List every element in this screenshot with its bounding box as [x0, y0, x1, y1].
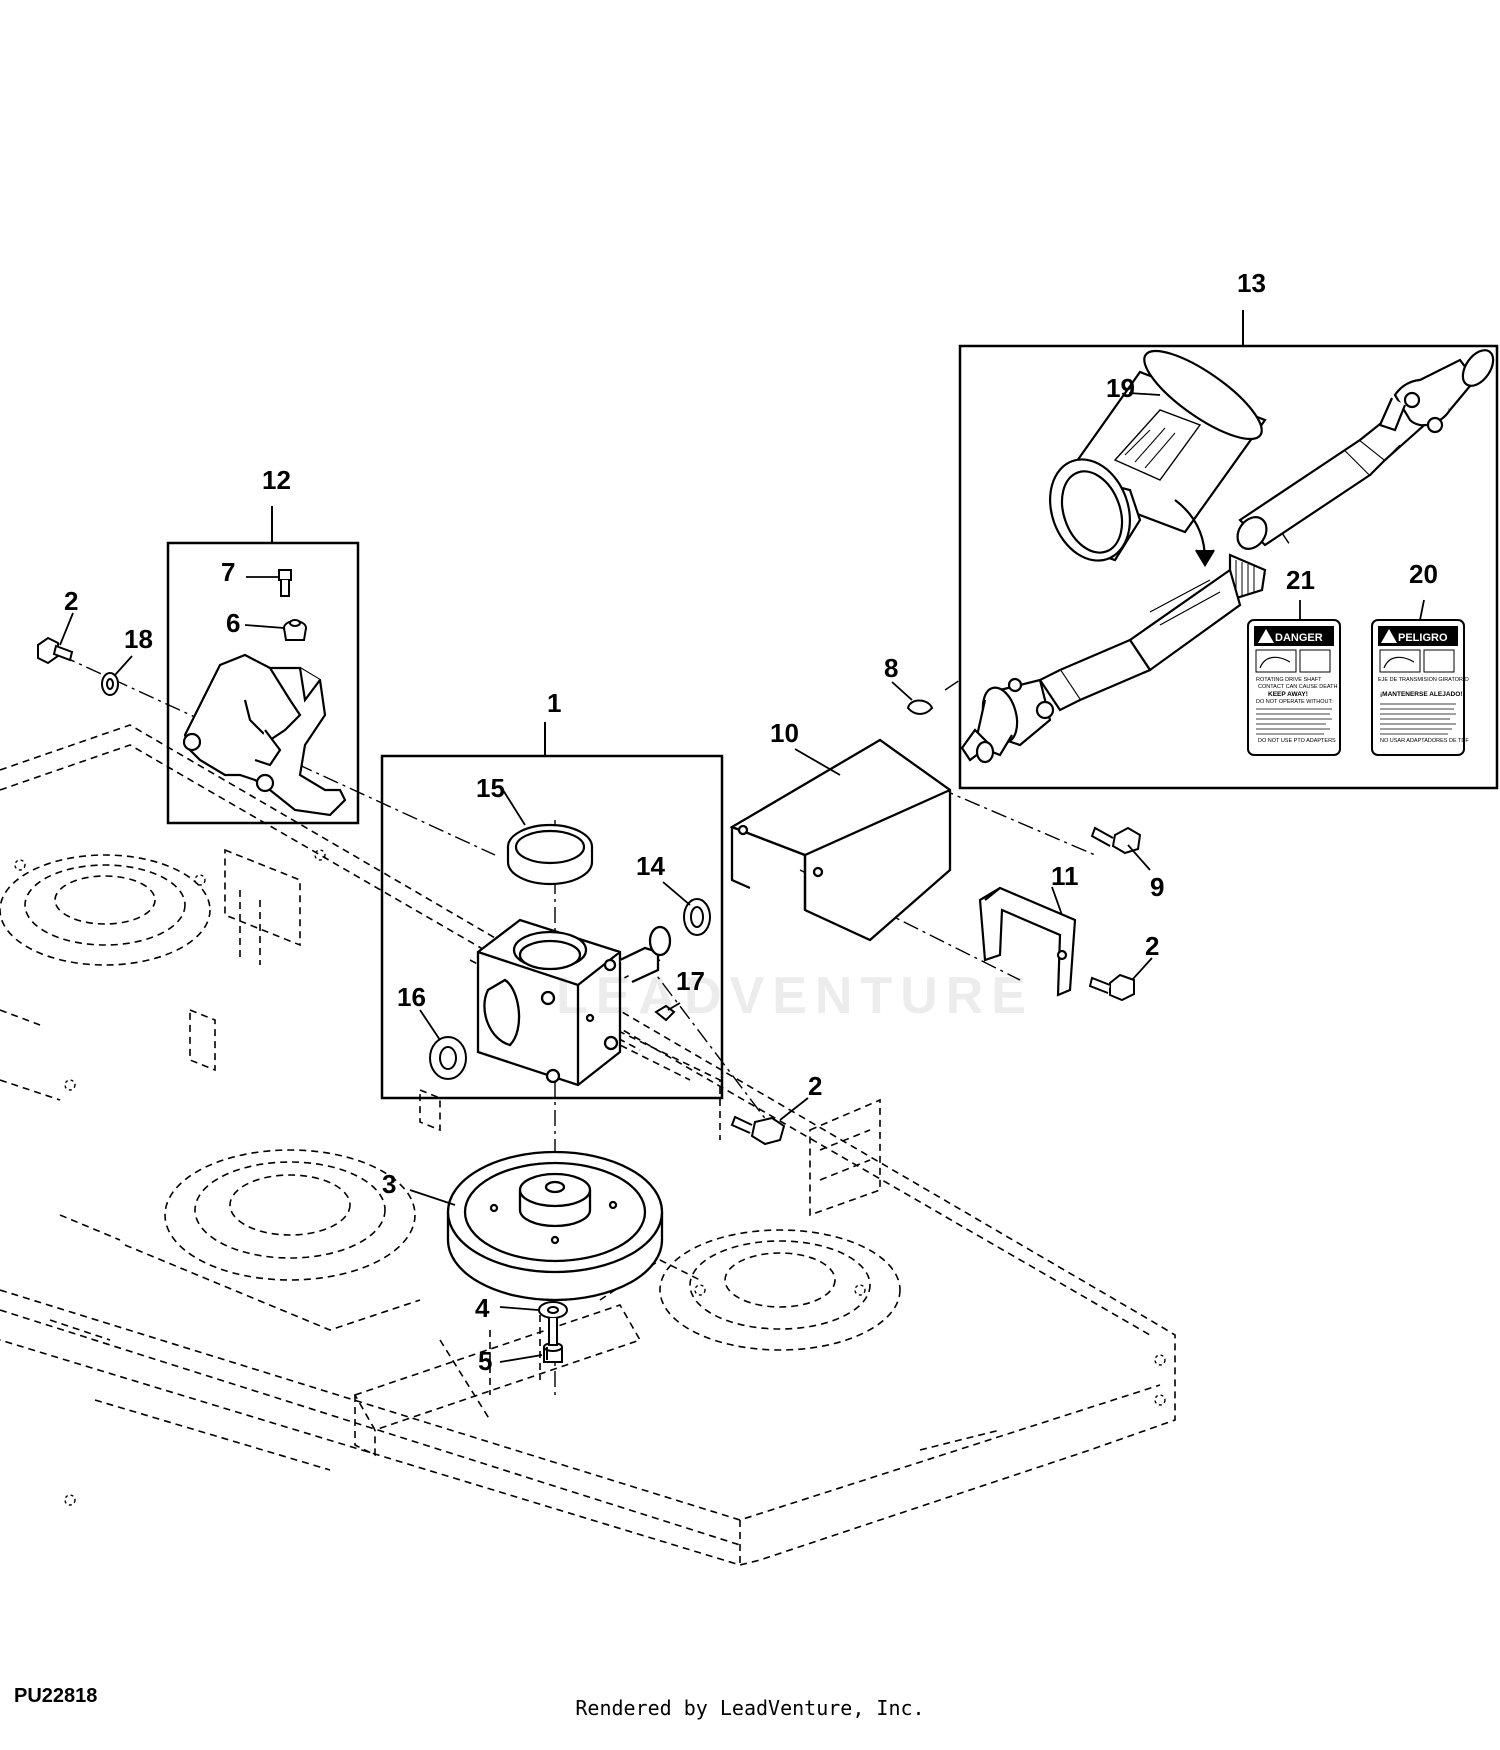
callout-15: 15: [476, 773, 505, 803]
callout-8: 8: [884, 653, 898, 683]
group-12-box: [166, 506, 360, 825]
callout-5: 5: [478, 1346, 492, 1376]
mounting-bracket: [182, 653, 347, 817]
watermark: LEADVENTURE: [556, 967, 1034, 1025]
part-5-bolt: [543, 1318, 563, 1363]
assembly-arrow: [1174, 499, 1215, 568]
callout-2: 2: [64, 586, 78, 616]
part-13-lower-shaft: [960, 553, 1267, 764]
part-7-cap-screw: [278, 569, 292, 597]
callout-16: 16: [397, 982, 426, 1012]
decal-en-header: DANGER: [1275, 632, 1323, 644]
decal-es-footer: NO USAR ADAPTADORES DE TDF: [1380, 738, 1469, 744]
callout-leaders: [59, 392, 1425, 1363]
part-2-bolt-right: [1088, 973, 1135, 1002]
callout-4: 4: [475, 1293, 490, 1323]
part-2-bolt-left: [37, 636, 74, 665]
mower-deck: [0, 724, 1176, 1566]
decal-es-warning: ¡MANTENERSE ALEJADO!: [1380, 691, 1462, 698]
decal-en-subtitle: CONTACT CAN CAUSE DEATH: [1258, 684, 1337, 690]
part-4-washer: [538, 1301, 568, 1319]
callout-6: 6: [226, 608, 240, 638]
decal-en-instruction: DO NOT OPERATE WITHOUT:: [1256, 699, 1333, 705]
callouts: 2 18 12 7 6 1 15 14 17 16 3 4 5 2 8 10 1…: [64, 268, 1438, 1376]
callout-19: 19: [1106, 373, 1135, 403]
callout-9: 9: [1150, 872, 1164, 902]
part-13-upper-shaft: [1236, 349, 1495, 550]
callout-17: 17: [676, 966, 705, 996]
callout-20: 20: [1409, 559, 1438, 589]
part-8-key: [906, 699, 934, 715]
callout-10: 10: [770, 718, 799, 748]
part-3-pulley: [446, 1150, 664, 1302]
part-21-danger-decal: DANGER ROTATING DRIVE SHAFT CONTACT CAN …: [1247, 619, 1341, 756]
callout-18: 18: [124, 624, 153, 654]
decal-es-header: PELIGRO: [1398, 632, 1448, 644]
part-15-seal: [506, 823, 594, 886]
figure-id: PU22818: [14, 1685, 98, 1707]
callout-12: 12: [262, 465, 291, 495]
part-10-shield: [729, 738, 952, 942]
group-1-box: [380, 722, 724, 1100]
part-11-bracket: [978, 886, 1077, 997]
decal-en-warning: KEEP AWAY!: [1268, 691, 1308, 698]
callout-3: 3: [382, 1169, 396, 1199]
part-2-bolt-gearbox: [730, 1115, 786, 1146]
deck-holes: [14, 849, 1166, 1506]
gearbox-housing: [476, 918, 672, 1087]
callout-2: 2: [808, 1071, 822, 1101]
part-19-shaft-shield: [1049, 349, 1267, 562]
callout-7: 7: [221, 557, 235, 587]
part-9-bolt: [1090, 826, 1142, 855]
decal-en-footer: DO NOT USE PTO ADAPTERS: [1258, 738, 1336, 744]
part-6-nut: [283, 619, 307, 641]
group-13-box: [958, 310, 1499, 790]
part-18-washer: [101, 672, 119, 696]
callout-1: 1: [547, 688, 561, 718]
callout-2: 2: [1145, 931, 1159, 961]
part-16-seal: [429, 1036, 467, 1080]
callout-11: 11: [1051, 861, 1079, 891]
render-credit: Rendered by LeadVenture, Inc.: [575, 1696, 925, 1720]
callout-13: 13: [1237, 268, 1266, 298]
callout-21: 21: [1286, 565, 1315, 595]
decal-en-title: ROTATING DRIVE SHAFT: [1256, 677, 1322, 683]
part-14-seal: [683, 898, 711, 936]
callout-14: 14: [636, 851, 665, 881]
decal-es-title: EJE DE TRANSMISION GIRATORIO: [1378, 677, 1469, 683]
part-20-peligro-decal: PELIGRO EJE DE TRANSMISION GIRATORIO ¡MA…: [1371, 619, 1469, 756]
